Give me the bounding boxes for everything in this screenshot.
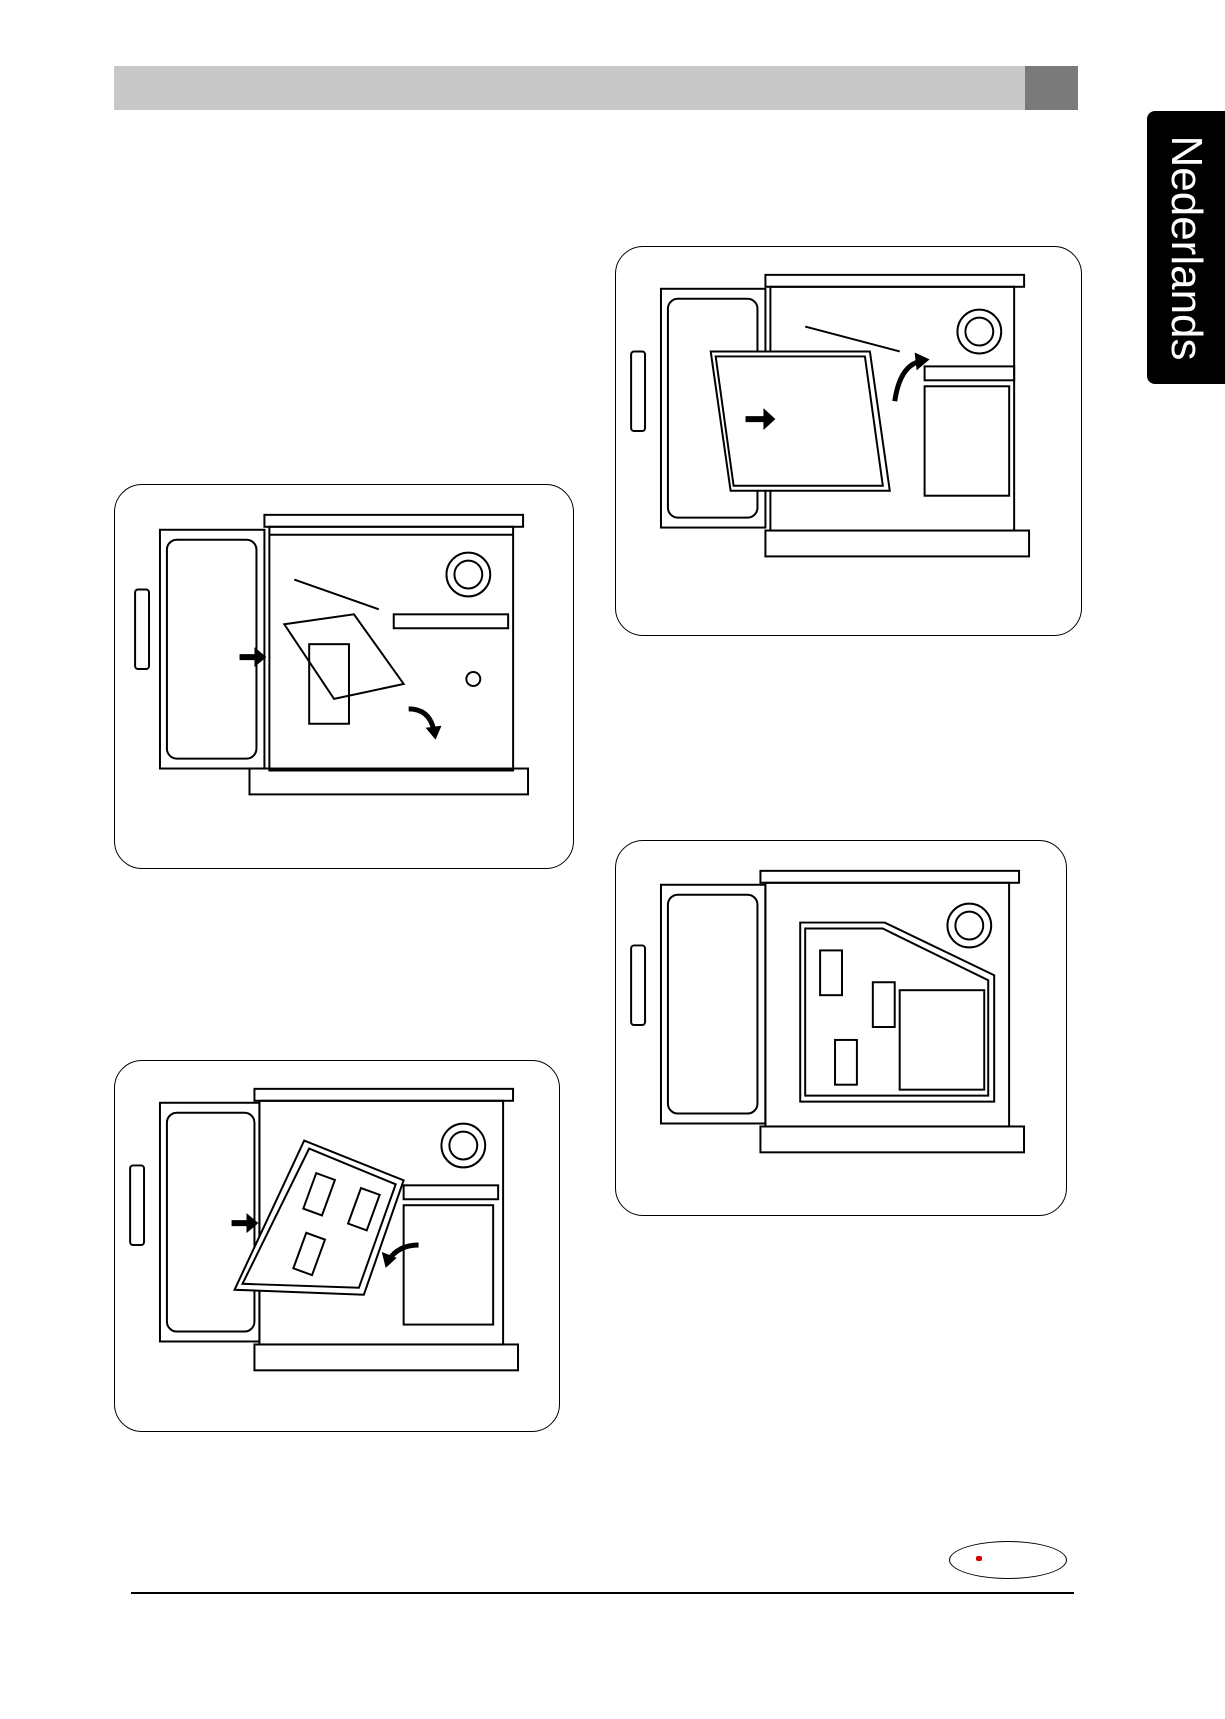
curved-arrow-left-icon <box>382 1245 419 1268</box>
dishwasher-illustration-4 <box>616 841 1066 1215</box>
language-tab: Nederlands <box>1147 111 1225 384</box>
curved-arrow-down-icon <box>409 709 442 740</box>
dishwasher-illustration-1 <box>115 485 573 868</box>
figure-step-4 <box>615 840 1067 1216</box>
figure-step-1 <box>114 484 574 869</box>
header-bar <box>114 66 1025 110</box>
header-accent-block <box>1025 66 1078 110</box>
dishwasher-illustration-2 <box>616 247 1081 635</box>
dishwasher-illustration-3 <box>115 1061 559 1431</box>
brand-logo <box>949 1541 1067 1579</box>
brand-logo-mark-icon <box>976 1556 982 1561</box>
figure-step-2 <box>615 246 1082 636</box>
arrow-right-icon <box>240 647 267 667</box>
language-tab-label: Nederlands <box>1161 135 1211 360</box>
footer-divider <box>131 1592 1074 1594</box>
figure-step-3 <box>114 1060 560 1432</box>
